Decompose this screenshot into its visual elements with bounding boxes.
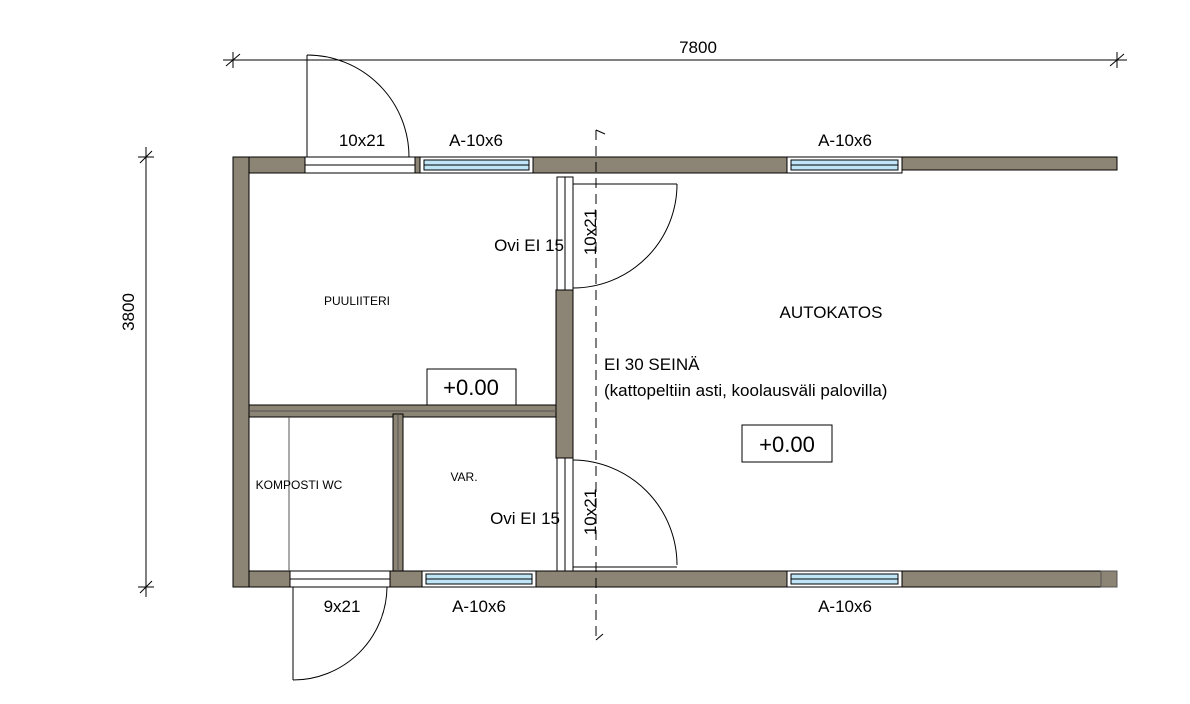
door-top-entry-label: 10x21 [339, 131, 385, 150]
door-fire-lower [556, 457, 678, 572]
room-label-puuliiteri: PUULIITERI [324, 294, 390, 308]
door-fire-lower-label: Ovi EI 15 [490, 509, 560, 528]
wall-bottom-3 [535, 570, 788, 588]
elevation-storage-value: +0.00 [443, 375, 499, 400]
wall-top-4 [901, 156, 1118, 171]
door-fire-lower-size: 10x21 [581, 489, 600, 535]
room-label-komposti-wc: KOMPOSTI WC [256, 478, 343, 492]
window-top-right-label: A-10x6 [818, 131, 872, 150]
window-bottom-left [421, 570, 537, 588]
wall-top-1 [248, 156, 306, 174]
door-wc-entry-label: 9x21 [324, 597, 361, 616]
window-top-right [786, 156, 903, 174]
window-bottom-right-label: A-10x6 [818, 597, 872, 616]
door-top-entry [304, 54, 416, 174]
wall-left [232, 156, 250, 588]
door-fire-upper-label: Ovi EI 15 [494, 236, 564, 255]
room-label-autokatos: AUTOKATOS [780, 303, 883, 322]
door-fire-upper-size: 10x21 [581, 209, 600, 255]
dimension-overall-depth [138, 147, 154, 597]
wall-bottom-2 [389, 570, 423, 588]
dimension-width-label: 7800 [679, 38, 717, 57]
fire-wall-note: (kattopeltiin asti, koolausväli palovill… [604, 381, 887, 400]
elevation-carport: +0.00 [741, 424, 833, 463]
dimension-depth-label: 3800 [119, 293, 138, 331]
window-top-left-label: A-10x6 [449, 131, 503, 150]
window-bottom-left-label: A-10x6 [452, 597, 506, 616]
wall-fire [555, 289, 574, 459]
wall-top-3 [532, 156, 788, 174]
wall-inner-lines [249, 410, 1118, 588]
elevation-storage: +0.00 [426, 368, 517, 406]
wall-bottom-4 [901, 570, 1118, 588]
section-line-fire-wall [595, 129, 606, 641]
wall-top-2 [414, 156, 421, 174]
wall-bottom-1 [248, 570, 291, 588]
doors [289, 54, 678, 681]
windows [419, 156, 903, 588]
window-top-left [419, 156, 534, 174]
room-label-var: VAR. [450, 470, 477, 484]
dimension-overall-width [223, 52, 1127, 68]
fire-wall-title: EI 30 SEINÄ [604, 355, 700, 374]
window-bottom-right [786, 570, 903, 588]
door-wc-entry [289, 570, 391, 681]
door-fire-upper [556, 176, 678, 291]
elevation-carport-value: +0.00 [759, 432, 815, 457]
